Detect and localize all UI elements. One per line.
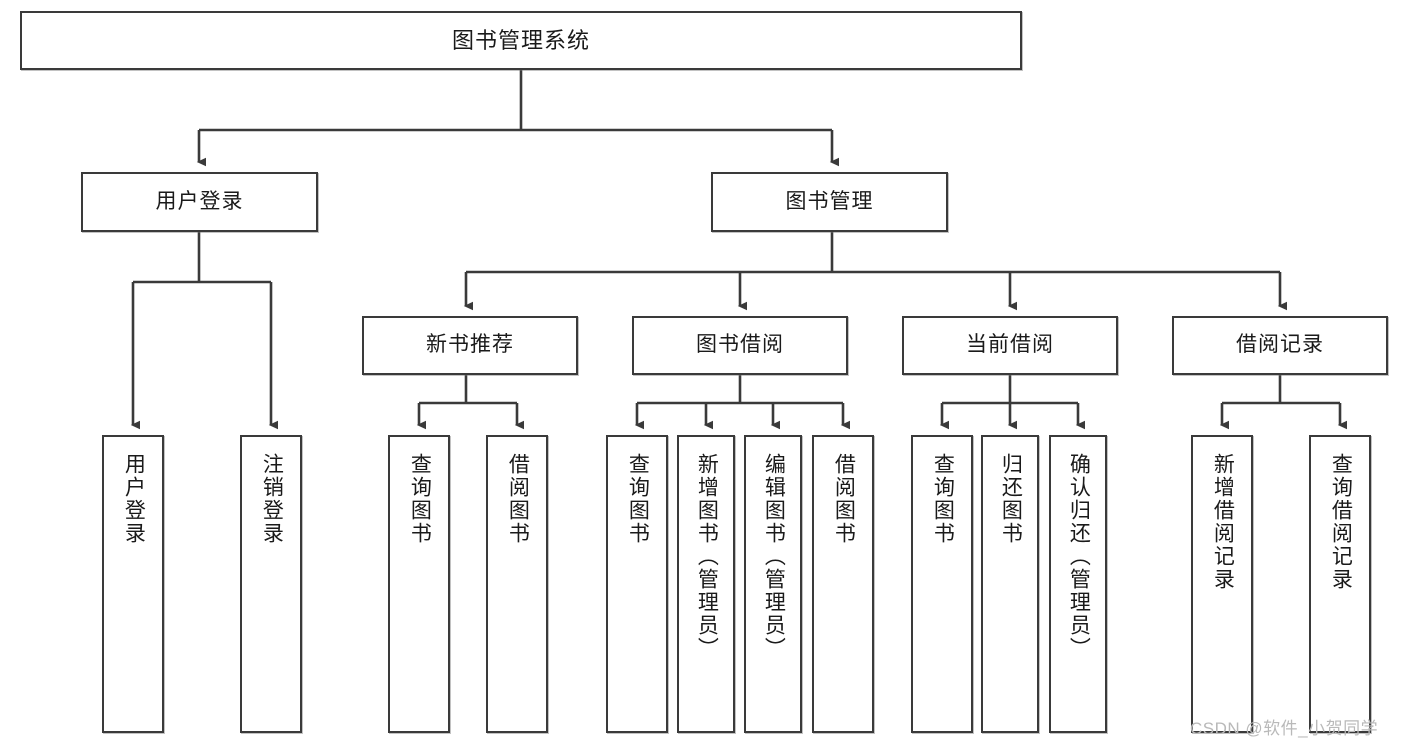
node-borrowing-records[interactable]: 借阅记录	[1172, 316, 1388, 375]
watermark: CSDN @软件_小贺同学	[1190, 719, 1379, 738]
leaf-records-query-record[interactable]: 查询借阅记录	[1309, 435, 1371, 733]
leaf-current-query-books[interactable]: 查询图书	[911, 435, 973, 733]
node-book-borrowing[interactable]: 图书借阅	[632, 316, 848, 375]
node-label: 新增借阅记录	[1211, 453, 1235, 591]
node-new-book-recommendation[interactable]: 新书推荐	[362, 316, 578, 375]
node-label: 用户登录	[155, 189, 244, 213]
leaf-borrow-borrow-books[interactable]: 借阅图书	[812, 435, 874, 733]
node-label: 编辑图书（管理员）	[762, 453, 786, 660]
node-label: 借阅图书	[506, 453, 530, 545]
leaf-borrow-edit-book-admin[interactable]: 编辑图书（管理员）	[744, 435, 802, 733]
node-label: 归还图书	[999, 453, 1023, 545]
node-label: 新增图书（管理员）	[695, 453, 719, 660]
leaf-logout[interactable]: 注销登录	[240, 435, 302, 733]
node-root-book-management-system[interactable]: 图书管理系统	[20, 11, 1022, 70]
leaf-newbook-query-books[interactable]: 查询图书	[388, 435, 450, 733]
node-current-borrowing[interactable]: 当前借阅	[902, 316, 1118, 375]
node-book-management[interactable]: 图书管理	[711, 172, 948, 232]
leaf-newbook-borrow-books[interactable]: 借阅图书	[486, 435, 548, 733]
node-label: 查询借阅记录	[1329, 453, 1353, 591]
node-label: 借阅图书	[832, 453, 856, 545]
node-label: 查询图书	[626, 453, 650, 545]
node-label: 查询图书	[931, 453, 955, 545]
leaf-records-add-record[interactable]: 新增借阅记录	[1191, 435, 1253, 733]
node-label: 借阅记录	[1236, 333, 1324, 357]
node-label: 图书管理系统	[451, 27, 590, 53]
node-label: 注销登录	[260, 453, 284, 545]
leaf-user-login[interactable]: 用户登录	[102, 435, 164, 733]
leaf-current-return-books[interactable]: 归还图书	[981, 435, 1039, 733]
node-user-login[interactable]: 用户登录	[81, 172, 318, 232]
node-label: 当前借阅	[966, 333, 1054, 357]
node-label: 新书推荐	[426, 333, 514, 357]
node-label: 图书借阅	[696, 333, 784, 357]
leaf-current-confirm-return-admin[interactable]: 确认归还（管理员）	[1049, 435, 1107, 733]
node-label: 用户登录	[122, 453, 146, 545]
leaf-borrow-add-book-admin[interactable]: 新增图书（管理员）	[677, 435, 735, 733]
node-label: 查询图书	[408, 453, 432, 545]
node-label: 确认归还（管理员）	[1067, 453, 1091, 660]
node-label: 图书管理	[785, 189, 874, 213]
leaf-borrow-query-books[interactable]: 查询图书	[606, 435, 668, 733]
